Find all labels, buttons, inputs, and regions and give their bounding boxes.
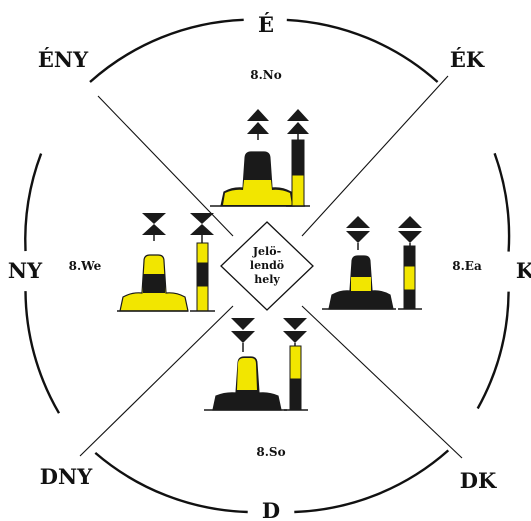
compass-arc-e-se <box>476 291 510 410</box>
sector-lines <box>79 75 463 459</box>
direction-label-w: NY <box>8 258 43 283</box>
sector-label-east: 8.Ea <box>452 259 482 273</box>
direction-label-ne: ÉK <box>450 47 485 72</box>
direction-label-nw: ÉNY <box>38 47 89 72</box>
compass-arc-se-s <box>294 449 450 514</box>
sector-line-sw <box>79 305 234 457</box>
sector-line-nw <box>97 95 234 237</box>
east-pillar-topmark-icon <box>398 216 422 246</box>
compass-arc-n-ne <box>286 18 439 83</box>
east-topmark-icon <box>346 216 370 250</box>
sector-label-north: 8.No <box>250 68 282 82</box>
compass-circle <box>24 18 511 514</box>
direction-label-e: K <box>516 258 531 283</box>
direction-label-n: É <box>258 12 274 37</box>
west-cardinal-pillar <box>190 213 215 312</box>
east-cardinal-buoy <box>322 216 396 310</box>
sector-label-west: 8.We <box>69 259 102 273</box>
west-cardinal-buoy <box>117 213 189 312</box>
north-topmark-icon <box>247 109 269 140</box>
compass-arc-ne-e <box>493 152 511 252</box>
west-pillar-topmark-icon <box>190 213 214 243</box>
south-pillar-topmark-icon <box>283 318 307 346</box>
east-cardinal-pillar <box>398 216 422 310</box>
sector-line-ne <box>301 75 449 237</box>
sector-label-south: 8.So <box>256 445 285 459</box>
compass-arc-nw-n <box>89 18 244 83</box>
direction-label-se: DK <box>460 468 497 493</box>
north-cardinal-pillar <box>286 109 310 207</box>
sector-line-se <box>301 305 463 459</box>
compass-arc-w-nw <box>24 153 43 252</box>
south-cardinal-buoy <box>204 318 287 411</box>
south-topmark-icon <box>231 318 255 352</box>
compass-arc-s-sw <box>94 451 248 514</box>
south-cardinal-pillar <box>283 318 308 411</box>
direction-label-s: D <box>262 498 280 521</box>
center-label-line1: Jelö- <box>252 245 281 258</box>
compass-arc-sw-w <box>24 291 61 414</box>
north-pillar-topmark-icon <box>287 109 309 140</box>
north-cardinal-buoy <box>210 109 305 207</box>
center-diamond <box>220 221 314 311</box>
direction-label-sw: DNY <box>40 464 93 489</box>
west-topmark-icon <box>142 213 166 241</box>
center-label-line2: lendö <box>250 259 284 272</box>
center-label-line3: hely <box>254 273 280 286</box>
